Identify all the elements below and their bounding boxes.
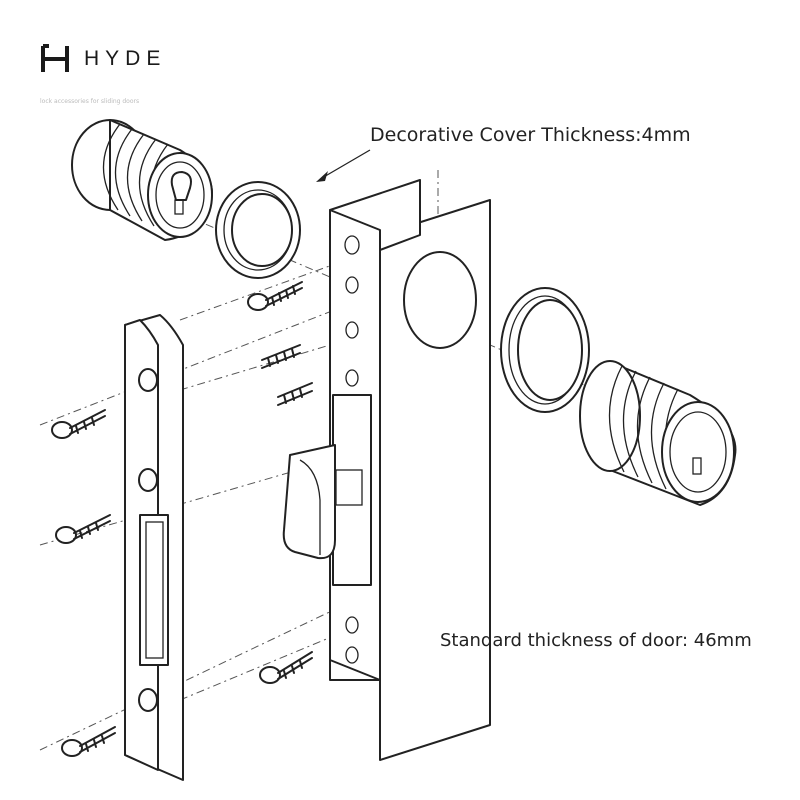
screw: [277, 382, 313, 406]
screw: [247, 281, 303, 311]
cover-thickness-label: Decorative Cover Thickness:4mm: [370, 124, 691, 146]
decorative-cover-ring-front: [500, 287, 590, 413]
cover-pointer-arrow: [316, 149, 371, 182]
key-cylinder-front: [579, 360, 737, 506]
screw: [61, 726, 116, 757]
screw: [259, 651, 313, 684]
brand-subline: lock accessories for sliding doors: [40, 98, 140, 105]
h-monogram-icon: [41, 44, 69, 72]
screw: [261, 344, 301, 369]
mounting-screws: [51, 281, 313, 757]
decorative-cover-ring-back: [215, 181, 301, 279]
brand-logo: HYDE: [40, 44, 166, 74]
screw: [51, 409, 106, 439]
door-thickness-label: Standard thickness of door: 46mm: [440, 630, 752, 651]
strike-plate: [124, 314, 184, 781]
key-cylinder-back: [71, 119, 213, 241]
lock-body: [282, 179, 491, 761]
screw: [55, 514, 111, 544]
brand-name: HYDE: [84, 47, 167, 70]
